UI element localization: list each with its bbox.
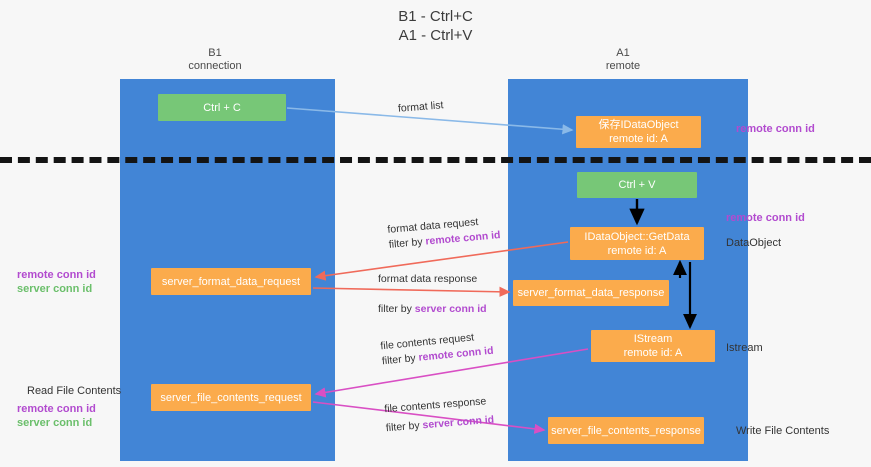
dashed-separator-line (0, 157, 871, 163)
label-remote-conn-id-left-2: remote conn id (17, 403, 96, 415)
box-save-idataobject[interactable]: 保存IDataObject remote id: A (576, 116, 701, 148)
box-server-file-contents-response-label: server_file_contents_response (551, 424, 701, 437)
edge-label-format-list-text: format list (397, 99, 444, 115)
box-server-file-contents-response[interactable]: server_file_contents_response (548, 417, 704, 444)
column-header-b1-name: B1 (208, 47, 222, 59)
label-read-file-contents: Read File Contents (27, 385, 122, 397)
column-header-b1-subtitle: connection (188, 60, 242, 72)
box-idataobject-getdata-line1: IDataObject::GetData (584, 230, 690, 243)
filter-prefix: filter by (378, 303, 415, 315)
label-conn-ids-format: remote conn id server conn id (17, 268, 96, 296)
edge-label-format-data-response: format data response filter by server co… (378, 272, 487, 317)
column-header-a1-name: A1 (616, 47, 630, 59)
filter-prefix: filter by (381, 351, 420, 368)
box-idataobject-getdata-line2: remote id: A (607, 244, 667, 257)
column-header-a1: A1 remote (558, 47, 688, 73)
box-save-idataobject-line1: 保存IDataObject (598, 119, 679, 131)
column-header-b1: B1 connection (150, 47, 280, 73)
edge-label-format-list: format list (397, 98, 444, 117)
box-idataobject-getdata[interactable]: IDataObject::GetData remote id: A (570, 227, 704, 260)
edge-label-format-data-request: format data request filter by remote con… (387, 213, 501, 253)
page-title: B1 - Ctrl+C A1 - Ctrl+V (0, 7, 871, 45)
edge-label-file-contents-request: file contents request filter by remote c… (380, 329, 494, 370)
box-istream-line1: IStream (633, 333, 673, 345)
filter-key-server-conn-id: server conn id (414, 303, 487, 315)
box-server-format-data-response-label: server_format_data_response (517, 287, 665, 299)
label-istream: Istream (726, 342, 763, 354)
edge-label-file-contents-response: file contents response filter by server … (384, 394, 495, 436)
filter-prefix: filter by (385, 419, 423, 435)
label-server-conn-id-left-2: server conn id (17, 417, 93, 429)
label-remote-conn-id-mid: remote conn id (726, 212, 805, 224)
page-title-line2: A1 - Ctrl+V (398, 27, 473, 44)
label-remote-conn-id-top: remote conn id (736, 123, 815, 135)
box-server-format-data-response[interactable]: server_format_data_response (513, 280, 669, 306)
filter-key-server-conn-id: server conn id (422, 413, 495, 432)
box-ctrl-c[interactable]: Ctrl + C (158, 94, 286, 121)
label-conn-ids-file: remote conn id server conn id (17, 402, 96, 430)
box-ctrl-c-label: Ctrl + C (203, 101, 241, 114)
box-server-file-contents-request-label: server_file_contents_request (160, 391, 302, 404)
edge-label-file-contents-response-line2: filter by server conn id (385, 413, 494, 436)
label-remote-conn-id-left-1: remote conn id (17, 269, 96, 281)
label-dataobject: DataObject (726, 237, 782, 249)
box-server-format-data-request[interactable]: server_format_data_request (151, 268, 311, 295)
box-istream[interactable]: IStream remote id: A (591, 330, 715, 362)
box-server-format-data-request-label: server_format_data_request (161, 275, 301, 288)
box-save-idataobject-line2: remote id: A (609, 133, 668, 145)
column-header-a1-subtitle: remote (605, 60, 641, 72)
edge-label-format-data-response-line2: filter by server conn id (378, 302, 487, 317)
edge-label-format-data-response-line1: format data response (378, 273, 478, 285)
label-write-file-contents: Write File Contents (736, 425, 830, 437)
box-server-file-contents-request[interactable]: server_file_contents_request (151, 384, 311, 411)
box-ctrl-v[interactable]: Ctrl + V (577, 172, 697, 198)
page-title-line1: B1 - Ctrl+C (398, 8, 473, 25)
box-istream-line2: remote id: A (623, 347, 683, 359)
box-ctrl-v-label: Ctrl + V (618, 179, 656, 191)
filter-prefix: filter by (388, 235, 426, 251)
label-server-conn-id-left-1: server conn id (17, 283, 93, 295)
